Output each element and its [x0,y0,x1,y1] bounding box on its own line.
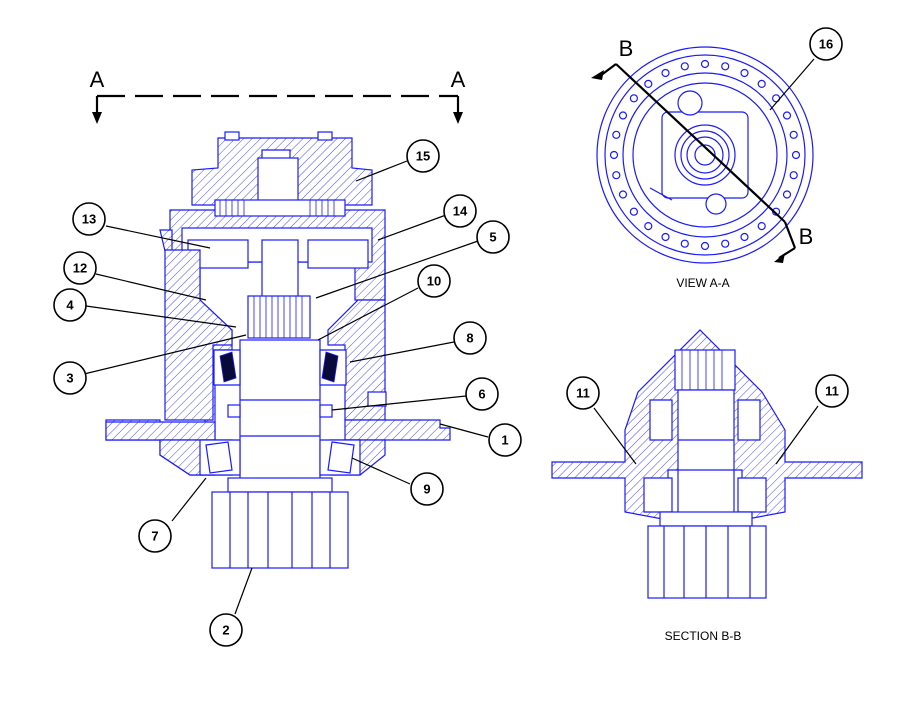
callout-10: 10 [417,264,451,298]
bolt-hole [782,111,792,120]
sun-gear [247,295,311,339]
bolt-hole [789,171,798,180]
svg-text:9: 9 [423,482,430,497]
section-b-bottom-letter: B [799,224,814,249]
bolt-hole [700,59,710,69]
callout-14: 14 [443,194,477,228]
svg-text:4: 4 [66,298,74,313]
section-b-top-letter: B [619,36,634,61]
bolt-hole [644,222,653,231]
svg-text:13: 13 [82,212,96,227]
top-cap [191,137,373,206]
callout-3: 3 [53,361,87,395]
bolt-hole [661,232,670,242]
view-a-a [596,46,814,264]
section-a-right-letter: A [451,67,466,92]
lower-bearings [199,439,361,476]
bolt-hole [680,239,689,248]
bolt-hole [789,130,798,139]
svg-text:5: 5 [489,230,496,245]
section-b-b [551,329,863,599]
pinion [211,477,349,569]
bolt-circle [609,59,801,251]
bolt-hole [612,130,621,139]
svg-text:15: 15 [416,149,430,164]
svg-text:7: 7 [151,529,158,544]
upper-bearings [213,349,347,386]
svg-text:1: 1 [501,433,508,448]
bolt-hole [618,190,628,199]
callouts: 15 14 13 12 4 3 5 10 8 6 1 9 7 2 16 11 1… [53,27,849,647]
view-a-caption: VIEW A-A [676,276,729,290]
callout-9: 9 [410,472,444,506]
section-b-caption: SECTION B-B [665,629,742,643]
svg-text:12: 12 [73,261,87,276]
bolt-hole [612,171,621,180]
bolt-hole [757,79,766,89]
main-cross-section [105,131,451,569]
callout-6: 6 [465,377,499,411]
svg-text:3: 3 [66,371,73,386]
bolt-hole [609,150,619,160]
callout-4: 4 [53,288,87,322]
section-a-cutline: A A [90,67,466,124]
svg-text:11: 11 [576,386,590,401]
bolt-hole [757,222,766,231]
bolt-hole [721,62,730,71]
bolt-hole [721,239,730,248]
section-a-left-letter: A [90,67,105,92]
callout-12: 12 [63,251,97,285]
svg-text:11: 11 [825,384,839,399]
svg-text:8: 8 [466,331,473,346]
bolt-hole [618,111,628,120]
section-b-cutline: B B [591,36,813,263]
bolt-hole [629,207,639,216]
svg-text:16: 16 [819,37,833,52]
callout-8: 8 [453,321,487,355]
bolt-hole [791,150,801,160]
callout-15: 15 [406,139,440,173]
svg-text:2: 2 [222,623,229,638]
bolt-hole [782,190,792,199]
upper-gear-teeth [214,199,346,217]
callout-1: 1 [488,423,522,457]
bolt-hole [700,241,710,251]
callout-2: 2 [209,613,243,647]
callout-7: 7 [138,519,172,553]
bolt-hole [740,232,749,242]
bolt-hole [629,94,639,103]
svg-text:6: 6 [478,387,485,402]
bolt-hole [661,68,670,78]
callout-11-right: 11 [815,374,849,408]
svg-text:10: 10 [427,274,441,289]
callout-5: 5 [476,220,510,254]
bolt-hole [680,62,689,71]
output-shaft [239,339,321,481]
callout-16: 16 [809,27,843,61]
callout-13: 13 [72,202,106,236]
section-b-gear [681,350,723,390]
callout-11-left: 11 [566,376,600,410]
bolt-hole [740,68,749,78]
svg-text:14: 14 [453,204,468,219]
bolt-hole [644,79,653,89]
